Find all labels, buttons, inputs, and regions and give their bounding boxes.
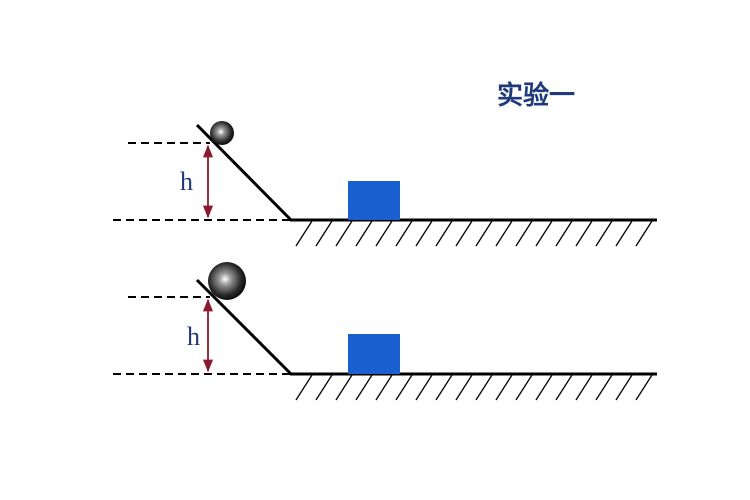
height-label: h <box>180 167 193 196</box>
wooden-block <box>348 334 400 374</box>
diagram-title: 实验一 <box>497 80 575 111</box>
hatch-mark <box>635 220 653 247</box>
hatch-mark <box>435 220 453 247</box>
hatch-mark <box>335 374 353 401</box>
hatch-mark <box>335 220 353 247</box>
hatch-mark <box>615 374 633 401</box>
large-ball <box>208 262 246 300</box>
hatch-mark <box>355 220 373 247</box>
hatch-mark <box>475 374 493 401</box>
hatch-mark <box>295 374 313 401</box>
setup-small-ball: h <box>113 121 657 247</box>
hatch-mark <box>515 374 533 401</box>
hatch-mark <box>375 220 393 247</box>
hatch-mark <box>635 374 653 401</box>
hatch-mark <box>455 220 473 247</box>
hatch-mark <box>415 220 433 247</box>
incline-ramp <box>195 278 293 376</box>
setup-large-ball: h <box>113 262 657 401</box>
small-ball <box>210 121 234 145</box>
incline-ramp <box>195 123 293 222</box>
hatch-mark <box>395 220 413 247</box>
hatch-mark <box>595 220 613 247</box>
hatch-mark <box>575 374 593 401</box>
hatch-mark <box>615 220 633 247</box>
hatch-mark <box>535 374 553 401</box>
hatch-mark <box>295 220 313 247</box>
hatch-mark <box>435 374 453 401</box>
hatch-mark <box>595 374 613 401</box>
hatch-mark <box>495 220 513 247</box>
hatch-mark <box>395 374 413 401</box>
hatch-mark <box>315 374 333 401</box>
hatch-mark <box>315 220 333 247</box>
hatch-mark <box>475 220 493 247</box>
hatch-mark <box>575 220 593 247</box>
wooden-block <box>348 181 400 220</box>
hatch-mark <box>495 374 513 401</box>
hatch-mark <box>415 374 433 401</box>
height-label: h <box>187 322 200 351</box>
ground-hatching <box>295 220 653 247</box>
hatch-mark <box>355 374 373 401</box>
hatch-mark <box>535 220 553 247</box>
ground-hatching <box>295 374 653 401</box>
hatch-mark <box>555 374 573 401</box>
hatch-mark <box>375 374 393 401</box>
hatch-mark <box>555 220 573 247</box>
hatch-mark <box>455 374 473 401</box>
hatch-mark <box>515 220 533 247</box>
